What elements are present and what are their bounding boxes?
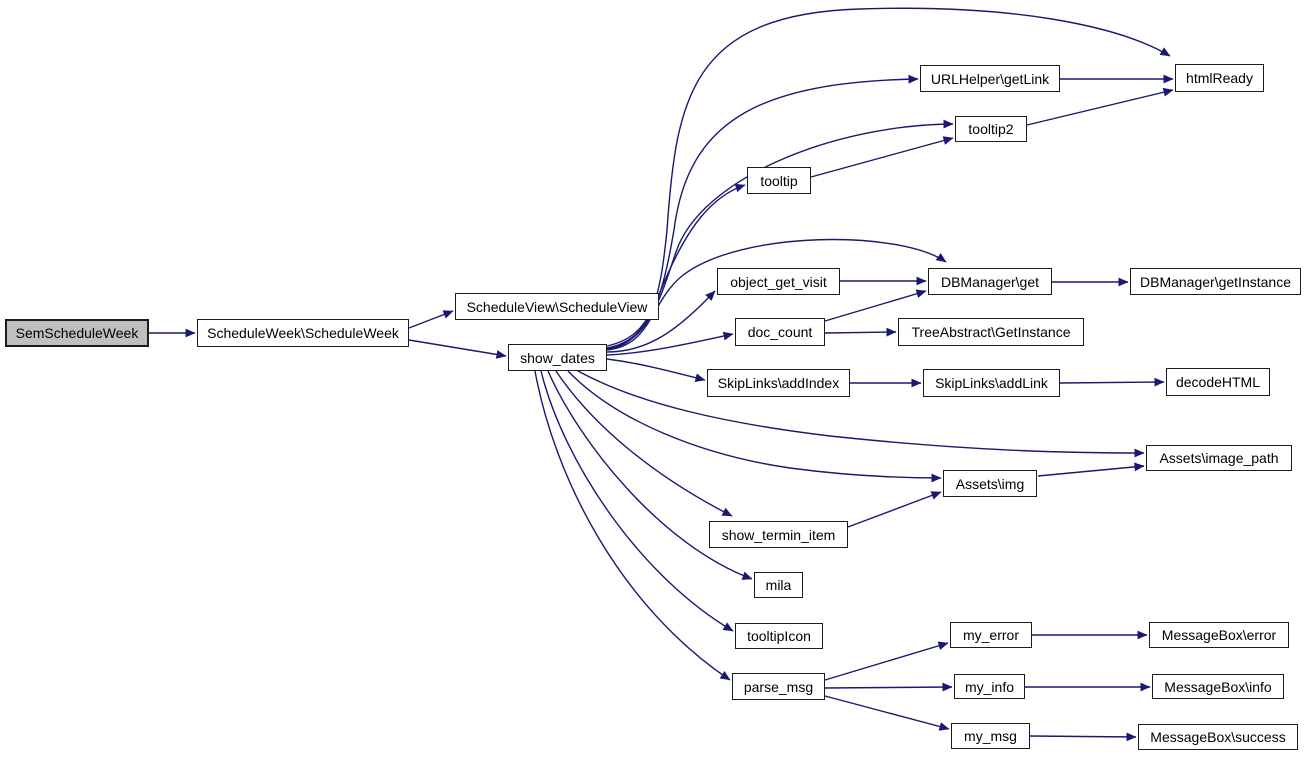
edge-parse_msg--my_info (824, 682, 953, 692)
edge-doc_count--TreeAbstract-GetInstance (824, 327, 897, 337)
edge-show_dates--tooltip (604, 183, 746, 351)
edge-ScheduleWeek-ScheduleWeek--ScheduleView-ScheduleView (408, 310, 454, 329)
node-DBManager-get[interactable]: DBManager\get (928, 268, 1052, 295)
node-Assets-img[interactable]: Assets\img (943, 470, 1037, 497)
node-object_get_visit[interactable]: object_get_visit (717, 268, 840, 295)
node-Assets-image_path[interactable]: Assets\image_path (1146, 445, 1292, 471)
edge-show_dates--doc_count (606, 331, 734, 356)
edge-parse_msg--my_error (824, 641, 949, 681)
node-parse_msg[interactable]: parse_msg (732, 673, 825, 700)
node-htmlReady[interactable]: htmlReady (1175, 64, 1264, 92)
edge-show_dates--Assets-img (567, 370, 942, 483)
edge-show_dates--tooltipIcon (540, 370, 734, 632)
edge-my_msg--MessageBox-success (1029, 732, 1137, 742)
node-my_msg[interactable]: my_msg (951, 723, 1030, 749)
edge-SkipLinks-addLink--decodeHTML (1059, 377, 1165, 387)
node-SkipLinks-addIndex[interactable]: SkipLinks\addIndex (707, 369, 850, 397)
node-MessageBox-info[interactable]: MessageBox\info (1152, 674, 1284, 699)
edge-show_dates--parse_msg (534, 370, 731, 681)
edge-show_dates--htmlReady (606, 7, 1171, 347)
node-SkipLinks-addLink[interactable]: SkipLinks\addLink (923, 369, 1060, 397)
edge-doc_count--DBManager-get (824, 289, 927, 322)
edge-show_dates--show_termin_item (555, 370, 733, 517)
node-tooltip[interactable]: tooltip (747, 167, 811, 194)
node-tooltipIcon[interactable]: tooltipIcon (735, 623, 823, 649)
node-tooltip2[interactable]: tooltip2 (955, 116, 1027, 142)
node-my_info[interactable]: my_info (954, 674, 1025, 699)
node-MessageBox-error[interactable]: MessageBox\error (1149, 622, 1289, 648)
node-SemScheduleWeek: SemScheduleWeek (5, 319, 149, 347)
node-show_dates[interactable]: show_dates (508, 344, 607, 371)
edge-show_dates--Assets-image_path (577, 370, 1145, 458)
edge-show_dates--object_get_visit (606, 290, 716, 353)
node-decodeHTML[interactable]: decodeHTML (1166, 368, 1270, 396)
edge-Assets-img--Assets-image_path (1037, 462, 1145, 477)
node-mila[interactable]: mila (754, 572, 803, 598)
edge-show_dates--DBManager-get (605, 238, 947, 351)
edge-show_termin_item--Assets-img (847, 491, 942, 528)
edge-show_dates--mila (547, 370, 753, 580)
node-my_error[interactable]: my_error (950, 622, 1032, 648)
edge-ScheduleWeek-ScheduleWeek--show_dates (408, 339, 507, 359)
node-ScheduleWeek-ScheduleWeek[interactable]: ScheduleWeek\ScheduleWeek (197, 319, 409, 347)
node-TreeAbstract-GetInstance[interactable]: TreeAbstract\GetInstance (898, 318, 1084, 346)
node-URLHelper-getLink[interactable]: URLHelper\getLink (920, 65, 1060, 92)
node-ScheduleView-ScheduleView[interactable]: ScheduleView\ScheduleView (455, 293, 659, 320)
edge-show_dates--SkipLinks-addIndex (606, 358, 706, 383)
node-DBManager-getInstance[interactable]: DBManager\getInstance (1130, 268, 1301, 295)
node-show_termin_item[interactable]: show_termin_item (709, 521, 848, 548)
edge-show_dates--tooltip2 (605, 119, 954, 350)
node-MessageBox-success[interactable]: MessageBox\success (1138, 724, 1298, 750)
edge-tooltip--tooltip2 (810, 136, 954, 178)
edges-group (149, 7, 1174, 742)
edge-parse_msg--my_msg (824, 695, 950, 731)
node-doc_count[interactable]: doc_count (735, 318, 825, 346)
edge-tooltip2--htmlReady (1026, 87, 1174, 126)
